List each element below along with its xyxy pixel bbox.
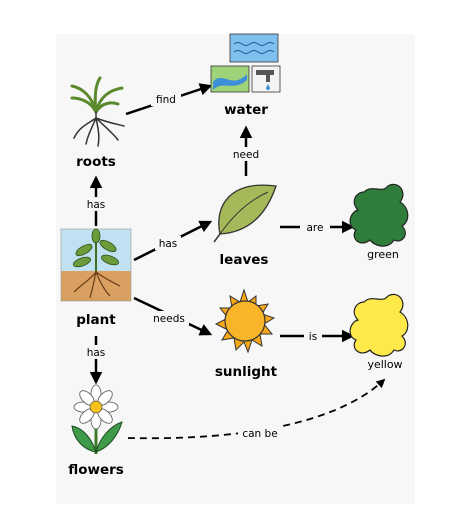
water-node: water: [210, 33, 281, 118]
water-icon: [210, 33, 281, 93]
sun-icon: [214, 288, 276, 354]
flowers-node: flowers: [68, 384, 124, 478]
edge-label-needs: needs: [153, 313, 185, 325]
edge-plant-leaves: has: [133, 220, 213, 262]
leaf-icon: [213, 184, 277, 243]
edge-leaves-green: are: [280, 220, 355, 234]
edge-label-is: is: [309, 331, 317, 343]
edge-plant-sunlight: needs: [133, 296, 213, 336]
green-blob-icon: [349, 183, 409, 247]
edge-label-need: need: [233, 149, 259, 161]
sunlight-node: sunlight: [214, 288, 278, 380]
node-label-flowers: flowers: [68, 462, 124, 478]
yellow-node: yellow: [349, 293, 409, 371]
roots-node: roots: [70, 76, 125, 170]
edge-label-are: are: [307, 222, 324, 234]
node-label-green: green: [367, 248, 399, 261]
edge-label-has: has: [87, 347, 106, 359]
node-label-water: water: [224, 102, 268, 118]
node-label-yellow: yellow: [367, 358, 402, 371]
node-label-plant: plant: [76, 312, 116, 328]
edge-label-has: has: [159, 238, 178, 250]
edge-roots-water: find: [125, 83, 213, 116]
yellow-blob-icon: [349, 293, 409, 357]
plant-icon: [60, 228, 132, 302]
edge-label-has: has: [87, 199, 106, 211]
plant-node: plant: [60, 228, 132, 328]
green-node: green: [349, 183, 409, 261]
roots-icon: [70, 76, 125, 147]
edge-label-find: find: [156, 94, 176, 106]
flower-icon: [71, 384, 123, 454]
node-label-leaves: leaves: [220, 252, 269, 268]
edge-leaves-water: need: [230, 125, 262, 176]
edge-sunlight-yellow: is: [280, 329, 355, 343]
node-label-roots: roots: [76, 154, 116, 170]
edge-plant-roots: has: [83, 175, 109, 226]
edge-flowers-yellow: can be: [127, 378, 386, 440]
edge-plant-flowers: has: [83, 336, 109, 385]
leaves-node: leaves: [213, 184, 277, 268]
edge-label-can-be: can be: [242, 428, 277, 440]
node-label-sunlight: sunlight: [215, 364, 278, 380]
